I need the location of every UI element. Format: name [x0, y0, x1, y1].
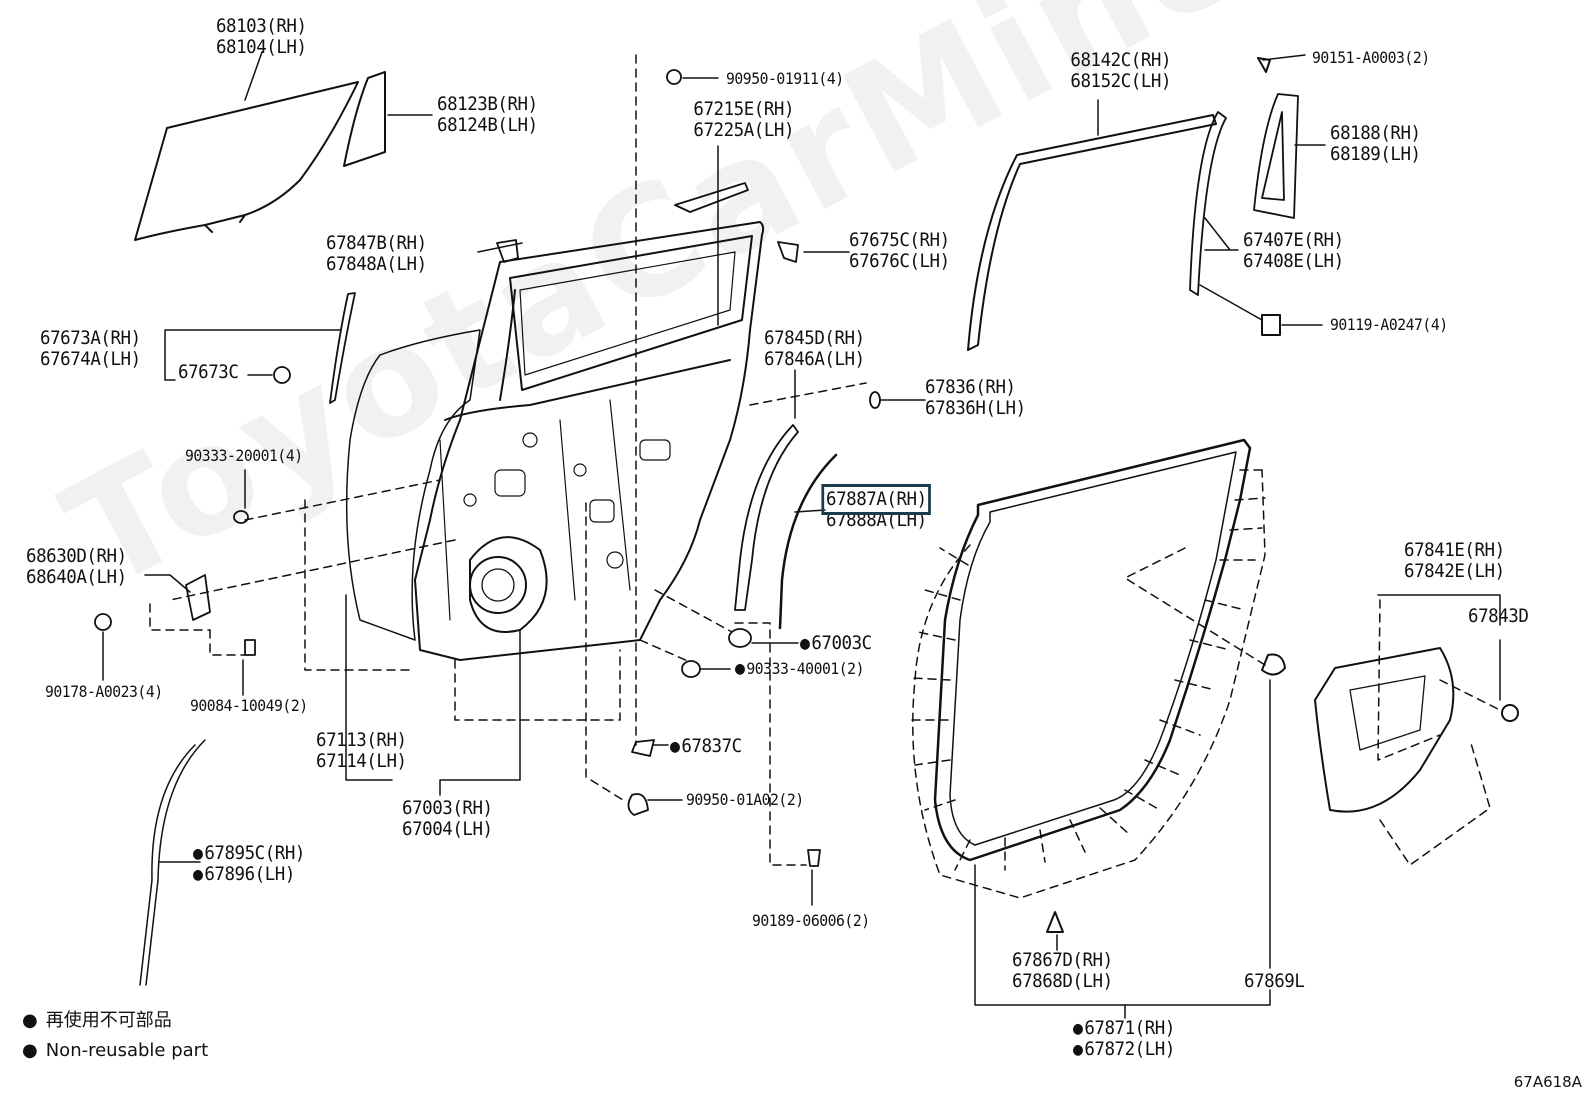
label-67843d: 67843D: [1468, 605, 1529, 627]
label-68630d: 68630D(RH)68640A(LH): [26, 545, 127, 588]
label-67673a: 67673A(RH)67674A(LH): [40, 327, 141, 370]
label-67837c: 67837C: [670, 736, 742, 757]
label-90189-06006: 90189-06006(2): [752, 911, 870, 930]
door-glass-shape: [134, 81, 359, 241]
door-panel-shape: [345, 221, 765, 661]
label-67003c: 67003C: [800, 633, 872, 654]
label-68123b: 68123B(RH)68124B(LH): [437, 93, 538, 136]
label-90119-a0247: 90119-A0247(4): [1330, 315, 1448, 334]
label-67113: 67113(RH)67114(LH): [316, 729, 407, 772]
label-90333-20001: 90333-20001(4): [185, 446, 303, 465]
label-67869l: 67869L: [1244, 970, 1305, 992]
dashed-reference-lines: [149, 54, 1501, 899]
weatherstrip-shapes: [933, 57, 1519, 933]
label-67841e: 67841E(RH)67842E(LH): [1404, 539, 1505, 582]
highlighted-part-67887a[interactable]: 67887A(RH): [821, 484, 932, 515]
label-67847b: 67847B(RH)67848A(LH): [326, 232, 427, 275]
legend-en: Non-reusable part: [22, 1036, 208, 1066]
label-67895c: 67895C(RH)67896(LH): [193, 843, 305, 885]
diagram-code: 67A618A: [1513, 1073, 1582, 1091]
label-90950-01911: 90950-01911(4): [726, 69, 844, 88]
label-90333-40001: 90333-40001(2): [735, 660, 864, 678]
legend-jp: 再使用不可部品: [22, 1006, 208, 1036]
legend: 再使用不可部品 Non-reusable part: [22, 1006, 208, 1066]
label-67887a[interactable]: 67887A(RH) 67888A(LH): [821, 484, 932, 531]
label-90950-01a02: 90950-01A02(2): [686, 790, 804, 809]
label-67871: 67871(RH)67872(LH): [1073, 1018, 1175, 1060]
label-68188: 68188(RH)68189(LH): [1330, 122, 1421, 165]
fastener-shapes: [94, 69, 881, 986]
label-67673c: 67673C: [178, 361, 239, 383]
label-67003: 67003(RH)67004(LH): [402, 797, 493, 840]
label-67675c: 67675C(RH)67676C(LH): [849, 229, 950, 272]
label-67836: 67836(RH)67836H(LH): [925, 376, 1026, 419]
label-67845d: 67845D(RH)67846A(LH): [764, 327, 865, 370]
quarter-glass-shape: [343, 71, 386, 167]
leader-lines: [102, 54, 1501, 1019]
label-67867d: 67867D(RH)67868D(LH): [1012, 949, 1113, 992]
label-90084-10049: 90084-10049(2): [190, 696, 308, 715]
label-68103: 68103(RH)68104(LH): [215, 15, 307, 58]
label-90151-a0003: 90151-A0003(2): [1312, 48, 1430, 67]
label-67215e: 67215E(RH)67225A(LH): [693, 98, 795, 141]
label-90178-a0023: 90178-A0023(4): [45, 682, 163, 701]
label-67407e: 67407E(RH)67408E(LH): [1243, 229, 1344, 272]
label-68142c: 68142C(RH)68152C(LH): [1070, 49, 1172, 92]
